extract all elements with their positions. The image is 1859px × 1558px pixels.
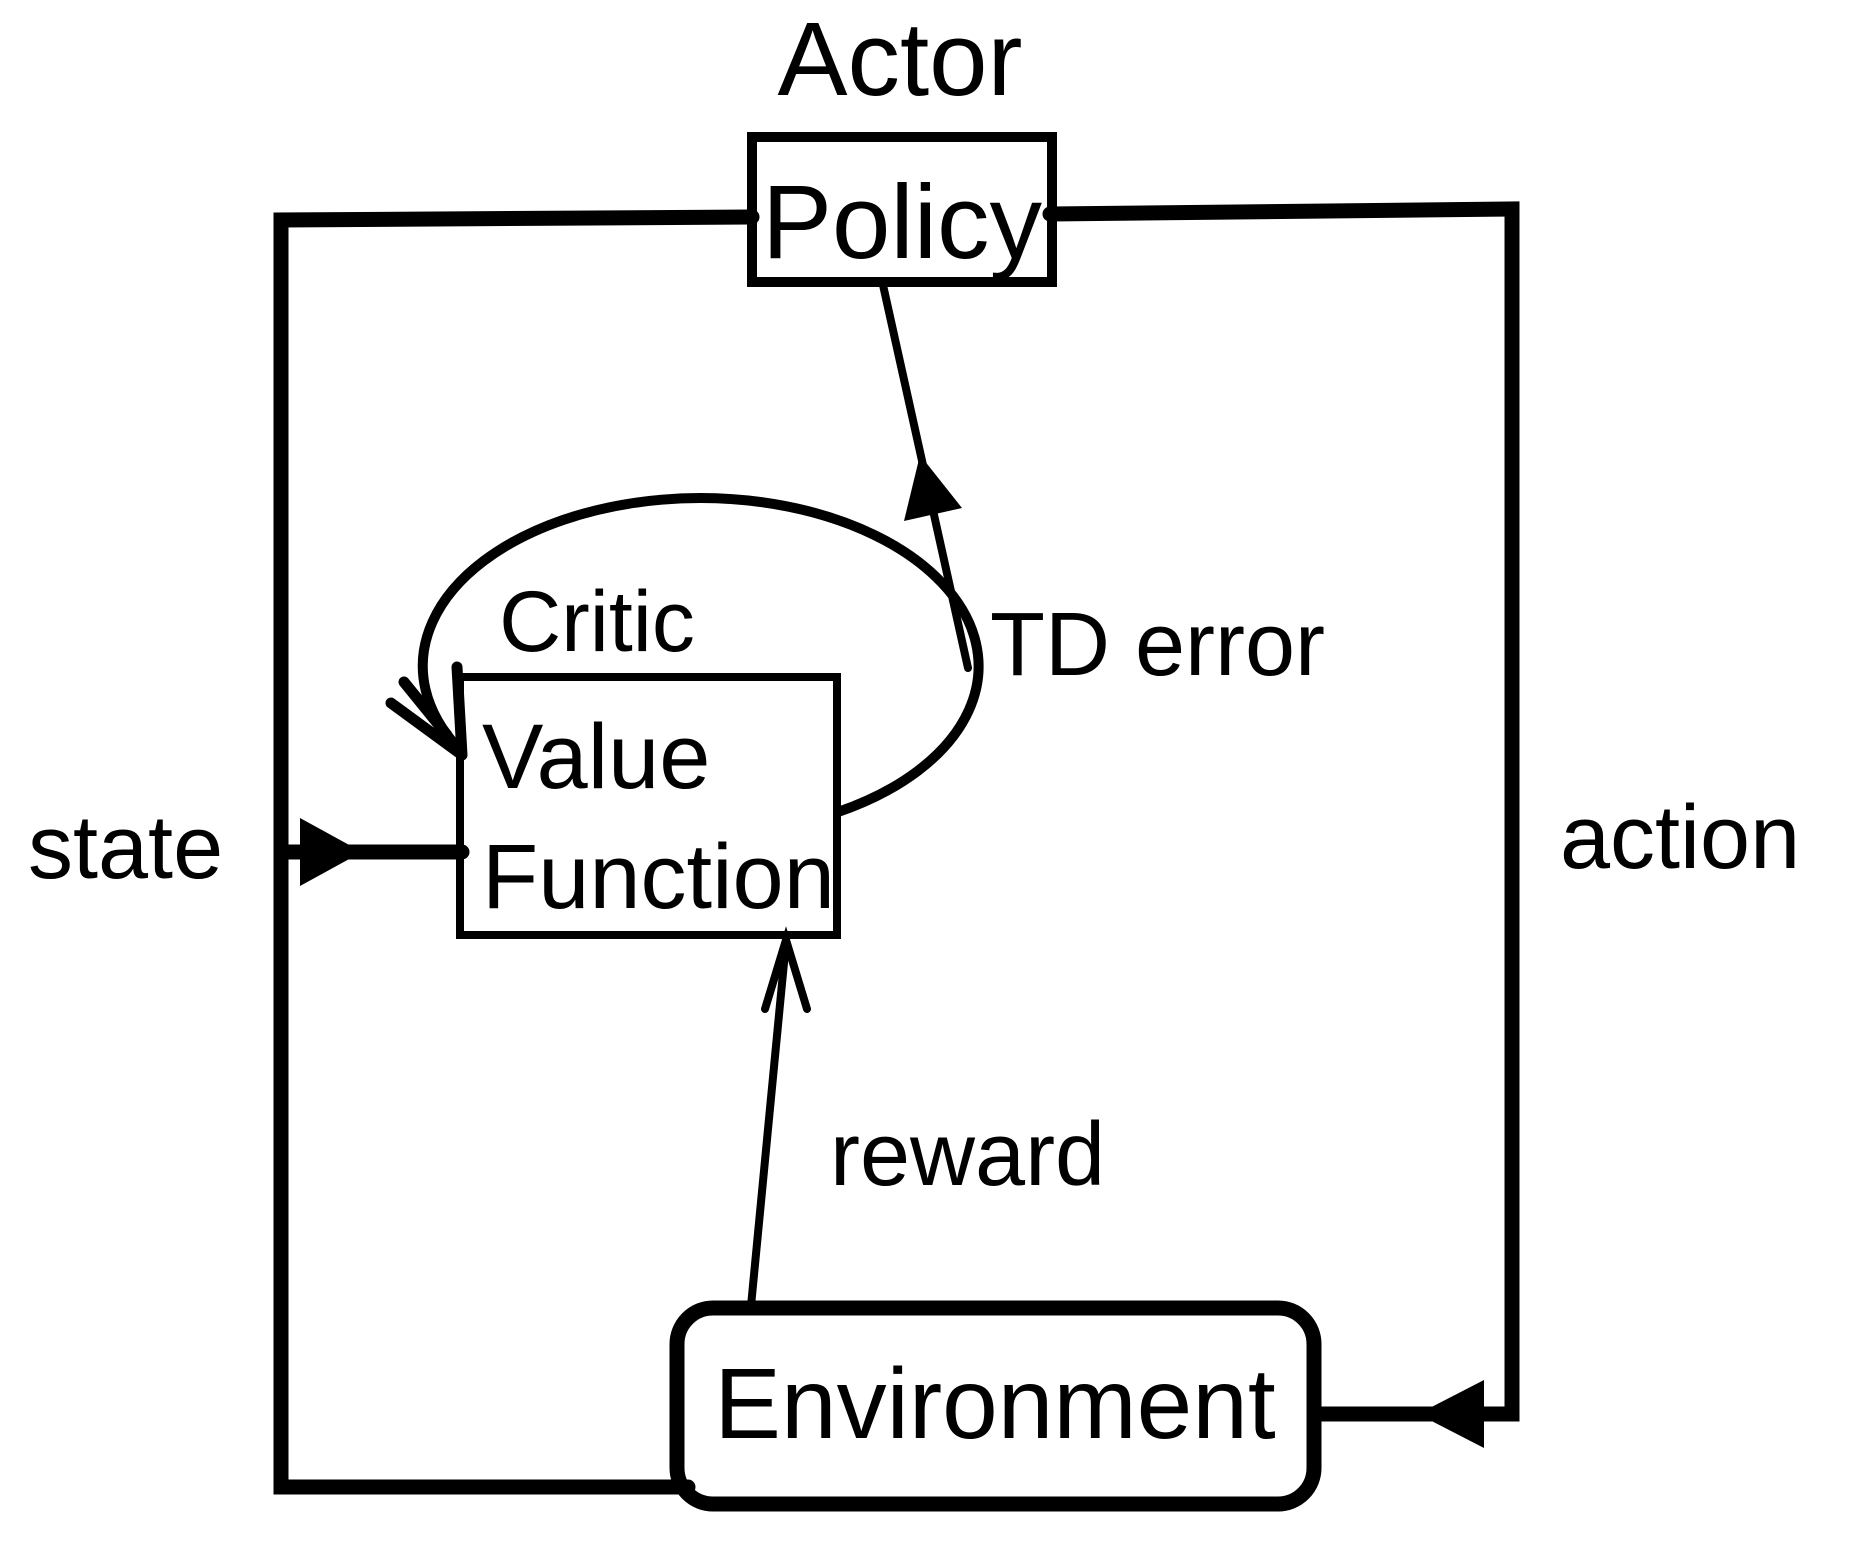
td-error-edge-label: TD error [990, 595, 1325, 695]
actor-label: Actor [777, 1, 1022, 118]
action-edge-label: action [1560, 788, 1800, 888]
loop-line-right-action-path [1042, 201, 1520, 1422]
environment-node-label: Environment [714, 1348, 1276, 1460]
state-arrowhead-icon [300, 818, 362, 886]
critic-loop-arc [417, 492, 984, 817]
value-function-box [456, 673, 841, 939]
environment-box [669, 1300, 1322, 1512]
value-function-label-line2: Function [482, 826, 835, 928]
action-arrowhead-icon [1418, 1380, 1484, 1448]
critic-label: Critic [499, 574, 695, 670]
reward-arrow-line [747, 938, 790, 1310]
state-edge-label: state [28, 798, 223, 898]
td-error-arrowhead-icon [904, 455, 962, 521]
value-function-label-line1: Value [482, 706, 710, 808]
policy-box [747, 132, 1057, 287]
policy-node-label: Policy [762, 164, 1043, 281]
reward-arrowhead-icon [761, 926, 811, 1013]
solid-arrowheads [300, 455, 1484, 1448]
diagram-labels: Actor Policy Critic Value Function Envir… [28, 1, 1800, 1460]
reward-edge-label: reward [830, 1105, 1105, 1205]
